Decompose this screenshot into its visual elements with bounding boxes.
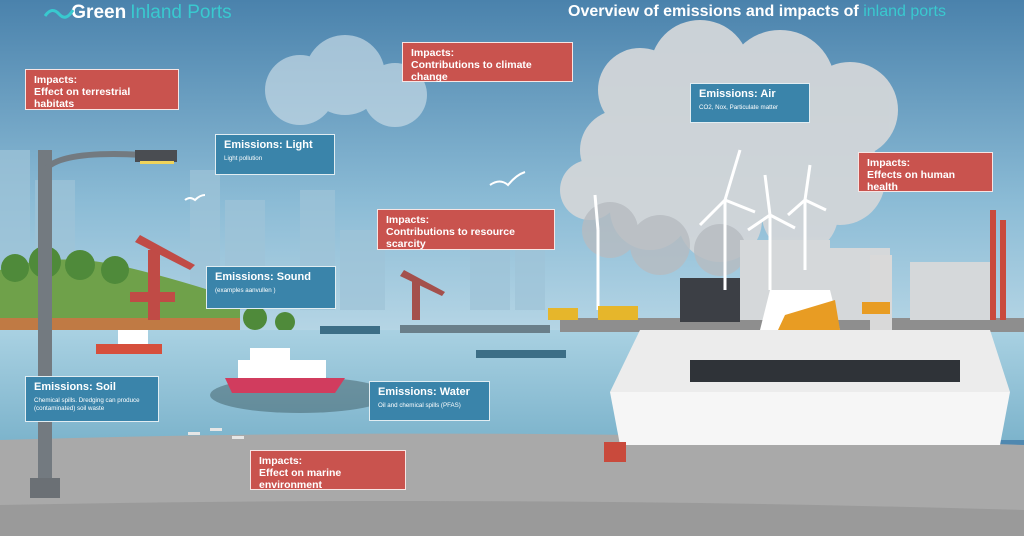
box-heading: Emissions: Water (378, 386, 470, 398)
impact-resource-box: Impacts: Contributions to resource scarc… (377, 209, 555, 250)
box-text: Contributions to climate change (411, 59, 532, 83)
page-title: Overview of emissions and impacts of inl… (568, 2, 946, 22)
box-heading: Emissions: Air (699, 88, 776, 100)
impact-health-box: Impacts: Effects on human health (858, 152, 993, 193)
box-heading: Emissions: Soil (34, 381, 116, 393)
emission-soil-box: Emissions: Soil Chemical spills. Dredgin… (25, 376, 159, 422)
box-heading: Impacts: (867, 157, 911, 169)
debris (188, 428, 244, 439)
impact-terrestrial-box: Impacts: Effect on terrestrial habitats (25, 69, 179, 110)
box-text: (examples aanvullen ) (215, 287, 276, 294)
emission-sound-box: Emissions: Sound (examples aanvullen ) (206, 266, 336, 309)
box-text: Chemical spills. Dredging can produce (c… (34, 397, 140, 412)
logo-word-inland-ports: Inland Ports (130, 2, 232, 23)
wave-logo-icon (44, 9, 74, 19)
chimneys (990, 210, 1006, 320)
emission-air-box: Emissions: Air CO2, Nox, Particulate mat… (690, 83, 810, 123)
box-text: CO2, Nox, Particulate matter (699, 104, 779, 111)
wind-turbines (593, 149, 827, 310)
title-highlight: inland ports (863, 3, 946, 20)
emission-water-box: Emissions: Water Oil and chemical spills… (369, 381, 490, 421)
box-text: Effect on terrestrial habitats (34, 86, 131, 110)
box-text: Oil and chemical spills (PFAS) (378, 402, 461, 409)
box-heading: Emissions: Sound (215, 271, 311, 283)
passenger-boat (225, 348, 345, 393)
birds (184, 171, 526, 202)
dark-tanks (680, 278, 740, 322)
left-dock (0, 318, 240, 332)
box-heading: Impacts: (386, 214, 430, 226)
emission-light-box: Emissions: Light Light pollution (215, 134, 335, 175)
tug-boat (96, 330, 162, 354)
logo-word-green: Green (71, 2, 127, 23)
green-hill (0, 259, 240, 330)
title-prefix: Overview of emissions and impacts of (568, 3, 859, 20)
box-text: Effect on marine environment (259, 467, 342, 491)
box-heading: Impacts: (259, 455, 303, 467)
box-text: Effects on human health (867, 169, 956, 193)
box-heading: Impacts: (34, 74, 78, 86)
ferry (604, 255, 1010, 462)
left-crane (130, 235, 195, 320)
box-text: Contributions to resource scarcity (386, 226, 515, 250)
quay-shade (0, 501, 1024, 536)
box-heading: Impacts: (411, 47, 455, 59)
impact-climate-box: Impacts: Contributions to climate change (402, 42, 573, 83)
middle-crane (400, 270, 445, 320)
barges (320, 325, 566, 358)
impact-marine-box: Impacts: Effect on marine environment (250, 450, 406, 491)
box-text: Light pollution (224, 155, 263, 162)
excavators (548, 306, 638, 320)
box-heading: Emissions: Light (224, 139, 313, 151)
